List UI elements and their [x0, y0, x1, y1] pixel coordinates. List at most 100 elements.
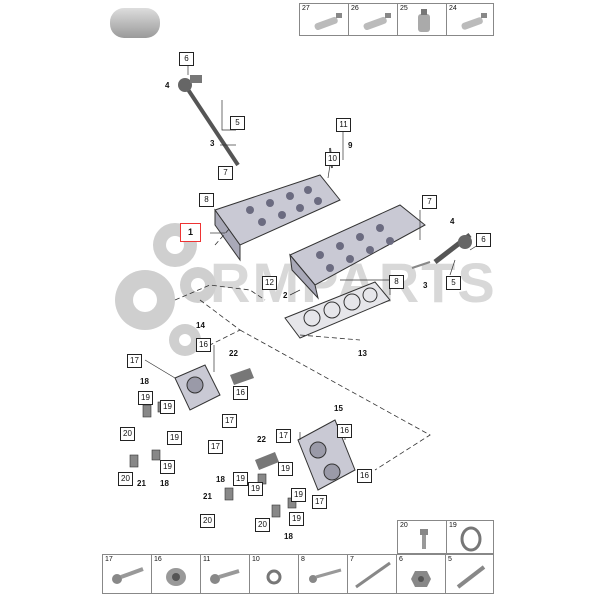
head-gasket [284, 281, 391, 339]
nut-icon [411, 571, 431, 587]
part-label: 10 [252, 556, 260, 563]
part-label: 17 [105, 556, 113, 563]
sensor-right [411, 233, 472, 269]
part-cell-16[interactable]: 16 [151, 554, 201, 594]
callout-19h[interactable]: 19 [291, 488, 306, 502]
callout-1-selected[interactable]: 1 [180, 223, 201, 242]
callout-18b[interactable]: 18 [160, 479, 169, 488]
callout-22a[interactable]: 22 [229, 349, 238, 358]
part-label: 27 [302, 5, 310, 12]
callout-7[interactable]: 7 [218, 166, 233, 180]
callout-19b[interactable]: 19 [160, 400, 175, 414]
cylinder-head-lower [289, 204, 426, 300]
callout-8b[interactable]: 8 [389, 275, 404, 289]
callout-17a[interactable]: 17 [127, 354, 142, 368]
brand-logo-shape [110, 8, 160, 38]
bottle-icon [418, 9, 430, 32]
callout-20a[interactable]: 20 [120, 427, 135, 441]
part-cell-24[interactable]: 24 [446, 3, 494, 36]
part-cell-19[interactable]: 19 [446, 520, 494, 554]
cylinder-head-upper [214, 174, 341, 262]
callout-20d[interactable]: 20 [255, 518, 270, 532]
bolt-icon [309, 568, 342, 583]
part-cell-27[interactable]: 27 [299, 3, 349, 36]
callout-13[interactable]: 13 [358, 349, 367, 358]
callout-16b[interactable]: 16 [233, 386, 248, 400]
tube-icon [363, 13, 391, 31]
callout-4b[interactable]: 4 [450, 217, 455, 226]
callout-19f[interactable]: 19 [233, 472, 248, 486]
callout-20b[interactable]: 20 [118, 472, 133, 486]
callout-17e[interactable]: 17 [312, 495, 327, 509]
callout-19g[interactable]: 19 [248, 482, 263, 496]
callout-20c[interactable]: 20 [200, 514, 215, 528]
part-cell-6[interactable]: 6 [396, 554, 446, 594]
sleeve-icon [166, 568, 186, 586]
part-label: 7 [350, 556, 354, 563]
tube-icon [461, 13, 487, 30]
callout-10[interactable]: 10 [325, 152, 340, 166]
callout-15[interactable]: 15 [334, 404, 343, 413]
stud-icon [456, 565, 486, 589]
callout-3b[interactable]: 3 [423, 281, 428, 290]
callout-9[interactable]: 9 [348, 141, 353, 150]
bolt-icon [210, 569, 240, 584]
callout-18c[interactable]: 18 [216, 475, 225, 484]
callout-7b[interactable]: 7 [422, 195, 437, 209]
callout-14[interactable]: 14 [196, 321, 205, 330]
part-cell-20[interactable]: 20 [397, 520, 447, 554]
part-cell-25[interactable]: 25 [397, 3, 447, 36]
callout-5[interactable]: 5 [230, 116, 245, 130]
callout-19c[interactable]: 19 [167, 431, 182, 445]
callout-3[interactable]: 3 [210, 139, 215, 148]
part-label: 26 [351, 5, 359, 12]
callout-19e[interactable]: 19 [278, 462, 293, 476]
part-cell-17[interactable]: 17 [102, 554, 152, 594]
callout-19a[interactable]: 19 [138, 391, 153, 405]
part-label: 11 [203, 556, 211, 563]
callout-12[interactable]: 12 [262, 276, 277, 290]
part-label: 16 [154, 556, 162, 563]
part-label: 8 [301, 556, 305, 563]
seal-ring-icon [460, 526, 482, 552]
gasket-pads [230, 368, 279, 470]
part-cell-7[interactable]: 7 [347, 554, 397, 594]
callout-17c[interactable]: 17 [208, 440, 223, 454]
part-cell-11[interactable]: 11 [200, 554, 250, 594]
part-label: 5 [448, 556, 452, 563]
part-label: 6 [399, 556, 403, 563]
callout-16c[interactable]: 16 [337, 424, 352, 438]
part-cell-8[interactable]: 8 [298, 554, 348, 594]
washer-icon [266, 569, 282, 585]
callout-6[interactable]: 6 [179, 52, 194, 66]
callout-5b[interactable]: 5 [446, 276, 461, 290]
bolt-icon [112, 567, 144, 584]
gear-watermark-icon [115, 223, 216, 356]
callout-16a[interactable]: 16 [196, 338, 211, 352]
part-label: 20 [400, 522, 408, 529]
callout-11[interactable]: 11 [336, 118, 351, 132]
bolt-icon [420, 529, 428, 549]
tube-icon [314, 13, 342, 31]
callout-21b[interactable]: 21 [203, 492, 212, 501]
part-cell-10[interactable]: 10 [249, 554, 299, 594]
callout-21a[interactable]: 21 [137, 479, 146, 488]
sensor-upper [178, 75, 240, 167]
cover-left [174, 364, 221, 411]
long-bolt-icon [355, 561, 391, 589]
callout-19d[interactable]: 19 [160, 460, 175, 474]
part-cell-5[interactable]: 5 [445, 554, 494, 594]
callout-19i[interactable]: 19 [289, 512, 304, 526]
callout-17b[interactable]: 17 [222, 414, 237, 428]
callout-6b[interactable]: 6 [476, 233, 491, 247]
callout-18d[interactable]: 18 [284, 532, 293, 541]
callout-16d[interactable]: 16 [357, 469, 372, 483]
callout-17d[interactable]: 17 [276, 429, 291, 443]
callout-8[interactable]: 8 [199, 193, 214, 207]
callout-2[interactable]: 2 [283, 291, 288, 300]
callout-4[interactable]: 4 [165, 81, 170, 90]
part-label: 24 [449, 5, 457, 12]
callout-18a[interactable]: 18 [140, 377, 149, 386]
callout-22b[interactable]: 22 [257, 435, 266, 444]
